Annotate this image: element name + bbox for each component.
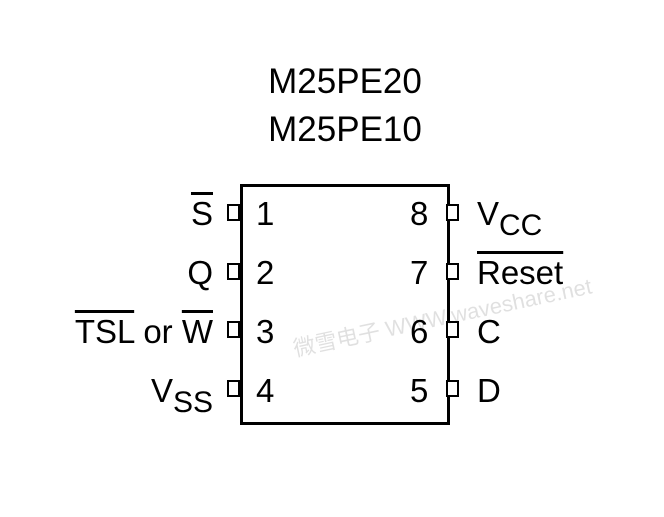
signal-s: S bbox=[190, 195, 213, 232]
subscript-cc: CC bbox=[499, 209, 543, 242]
label-or: or bbox=[134, 313, 182, 350]
pin-5-lead bbox=[446, 380, 459, 397]
pin-label-d: D bbox=[477, 372, 501, 409]
signal-tsl: TSL bbox=[74, 313, 135, 350]
chip-body bbox=[240, 184, 450, 425]
pin-number-3: 3 bbox=[256, 313, 275, 350]
pin-label-s: S bbox=[191, 195, 213, 233]
pin-label-vss: VSS bbox=[151, 372, 213, 420]
pin-8-lead bbox=[446, 204, 459, 221]
pin-4-lead bbox=[227, 380, 240, 397]
pin-number-6: 6 bbox=[410, 313, 429, 350]
signal-v: V bbox=[477, 195, 500, 232]
pin-label-tsl-w: TSL or W bbox=[75, 313, 213, 351]
subscript-ss: SS bbox=[172, 386, 213, 419]
pin-label-vcc: VCC bbox=[477, 195, 542, 243]
pin-1-lead bbox=[227, 204, 240, 221]
pin-label-reset: Reset bbox=[477, 254, 563, 292]
pin-number-8: 8 bbox=[410, 195, 429, 232]
pin-2-lead bbox=[227, 263, 240, 280]
pin-number-7: 7 bbox=[410, 254, 429, 291]
pin-7-lead bbox=[446, 263, 459, 280]
title-m25pe20: M25PE20 bbox=[268, 62, 422, 101]
pin-label-q: Q bbox=[187, 254, 213, 291]
pin-6-lead bbox=[446, 321, 459, 338]
pin-number-5: 5 bbox=[410, 372, 429, 409]
signal-v: V bbox=[150, 372, 173, 409]
pin-3-lead bbox=[227, 321, 240, 338]
signal-reset: Reset bbox=[477, 254, 564, 291]
signal-w: W bbox=[181, 313, 213, 350]
pin-number-2: 2 bbox=[256, 254, 275, 291]
pin-label-c: C bbox=[477, 313, 501, 350]
title-m25pe10: M25PE10 bbox=[268, 110, 422, 149]
pin-number-1: 1 bbox=[256, 195, 275, 232]
pin-number-4: 4 bbox=[256, 372, 275, 409]
